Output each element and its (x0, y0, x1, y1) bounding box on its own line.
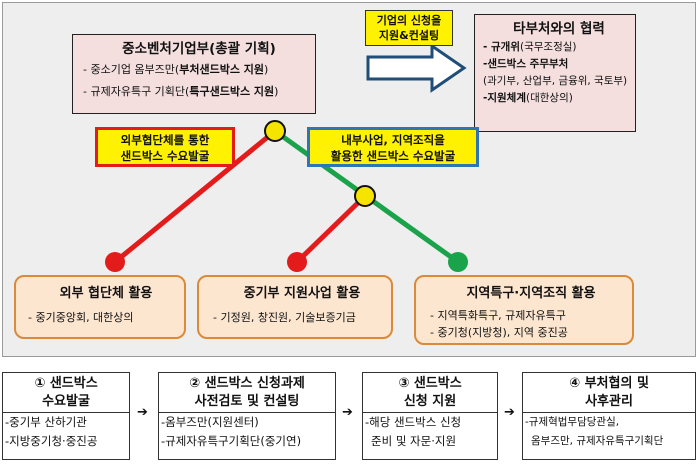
step-1-head-line2: 수요발굴 (42, 394, 90, 409)
cooperation-line-2: -샌드박스 주무부처 (483, 58, 569, 70)
support-label-line1: 기업의 신청을 (376, 14, 442, 27)
step-1-box: ① 샌드박스 수요발굴 -중기부 산하기관 -지방중기청·중진공 (2, 372, 130, 460)
support-label: 기업의 신청을 지원&컨설팅 (365, 10, 453, 46)
external-org-line1: - 중기중앙회, 대한상의 (28, 311, 134, 324)
step-arrow-3: ➔ (504, 405, 515, 420)
ministry-box: 중소벤처기업부(총괄 기획) - 중소기업 옴부즈만(부처샌드박스 지원) - … (72, 34, 316, 114)
ministry-program-line1: - 기정원, 창진원, 기술보증기금 (213, 311, 356, 324)
step-3-box: ③ 샌드박스 신청 지원 -해당 샌드박스 신청 준비 및 자문·지원 (362, 372, 498, 460)
step-2-head-line1: ② 샌드박스 신청과제 (189, 376, 305, 391)
cooperation-line-3: (과기부, 산업부, 금융위, 국토부) (483, 75, 628, 87)
step-2-box: ② 샌드박스 신청과제 사전검토 및 컨설팅 -옴부즈만(지원센터) -규제자유… (158, 372, 336, 460)
cooperation-title: 타부처와의 협력 (513, 21, 605, 37)
step-4-body-line1: -규제혁법무담당관실, (525, 416, 620, 428)
internal-demand-tag-line1: 내부사업, 지역조직을 (341, 133, 445, 147)
external-org-title: 외부 협단체 활용 (59, 286, 153, 301)
ministry-program-title: 중기부 지원사업 활용 (243, 286, 361, 301)
step-4-header: ④ 부처협의 및 사후관리 (523, 373, 695, 413)
ministry-line-2: - 규제자유특구 기획단(특구샌드박스 지원) (83, 85, 279, 98)
ministry-title: 중소벤처기업부(총괄 기획) (122, 41, 276, 57)
node-red-left (105, 252, 125, 272)
step-1-body-line1: -중기부 산하기관 (5, 415, 87, 429)
external-demand-tag-line1: 외부협단체를 통한 (120, 133, 210, 147)
internal-demand-tag-line2: 활용한 샌드박스 수요발굴 (330, 149, 456, 163)
step-4-box: ④ 부처협의 및 사후관리 -규제혁법무담당관실, 옴부즈만, 규제자유특구기획… (522, 372, 696, 460)
step-4-head-line2: 사후관리 (585, 394, 633, 409)
external-demand-tag: 외부협단체를 통한 샌드박스 수요발굴 (95, 127, 235, 167)
cooperation-box: 타부처와의 협력 - 규개위(국무조정실) -샌드박스 주무부처 (과기부, 산… (474, 14, 636, 132)
step-1-body-line2: -지방중기청·중진공 (5, 434, 98, 448)
external-org-box: 외부 협단체 활용 - 중기중앙회, 대한상의 (14, 275, 186, 339)
step-2-body-line2: -규제자유특구기획단(중기연) (161, 434, 302, 448)
ministry-line-1: - 중소기업 옴부즈만(부처샌드박스 지원) (83, 63, 269, 76)
step-3-body-line1: -해당 샌드박스 신청 (365, 415, 462, 429)
step-3-head-line1: ③ 샌드박스 (398, 376, 462, 391)
node-green-right (448, 252, 468, 272)
step-3-head-line2: 신청 지원 (403, 394, 457, 409)
step-arrow-2: ➔ (342, 405, 353, 420)
step-4-body-line2: 옴부즈만, 규제자유특구기획단 (531, 435, 664, 447)
step-2-head-line2: 사전검토 및 컨설팅 (194, 394, 300, 409)
step-1-header: ① 샌드박스 수요발굴 (3, 373, 129, 413)
cooperation-line-1: - 규개위(국무조정실) (483, 41, 577, 53)
step-4-head-line1: ④ 부처협의 및 (569, 376, 649, 391)
regional-org-box: 지역특구·지역조직 활용 - 지역특화특구, 규제자유특구 - 중기청(지방청)… (414, 275, 634, 345)
ministry-program-box: 중기부 지원사업 활용 - 기정원, 창진원, 기술보증기금 (197, 275, 393, 339)
step-3-body-line2: 준비 및 자문·지원 (371, 434, 457, 448)
external-demand-tag-line2: 샌드박스 수요발굴 (120, 149, 210, 163)
red-line-left (113, 129, 277, 264)
support-label-line2: 지원&컨설팅 (378, 29, 440, 42)
regional-org-line1: - 지역특화특구, 규제자유특구 (430, 309, 566, 322)
step-2-header: ② 샌드박스 신청과제 사전검토 및 컨설팅 (159, 373, 335, 413)
regional-org-title: 지역특구·지역조직 활용 (466, 286, 596, 301)
step-3-header: ③ 샌드박스 신청 지원 (363, 373, 497, 413)
regional-org-line2: - 중기청(지방청), 지역 중진공 (430, 326, 568, 339)
cooperation-line-4: -지원체계(대한상의) (483, 92, 573, 104)
junction-mid (354, 185, 376, 207)
internal-demand-tag: 내부사업, 지역조직을 활용한 샌드박스 수요발굴 (307, 127, 479, 167)
junction-top (264, 120, 286, 142)
cooperation-arrow-icon (366, 43, 467, 93)
step-arrow-1: ➔ (137, 405, 148, 420)
step-2-body-line1: -옴부즈만(지원센터) (161, 415, 259, 429)
red-line-mid (295, 194, 367, 264)
node-red-mid (287, 252, 307, 272)
step-1-head-line1: ① 샌드박스 (34, 376, 98, 391)
